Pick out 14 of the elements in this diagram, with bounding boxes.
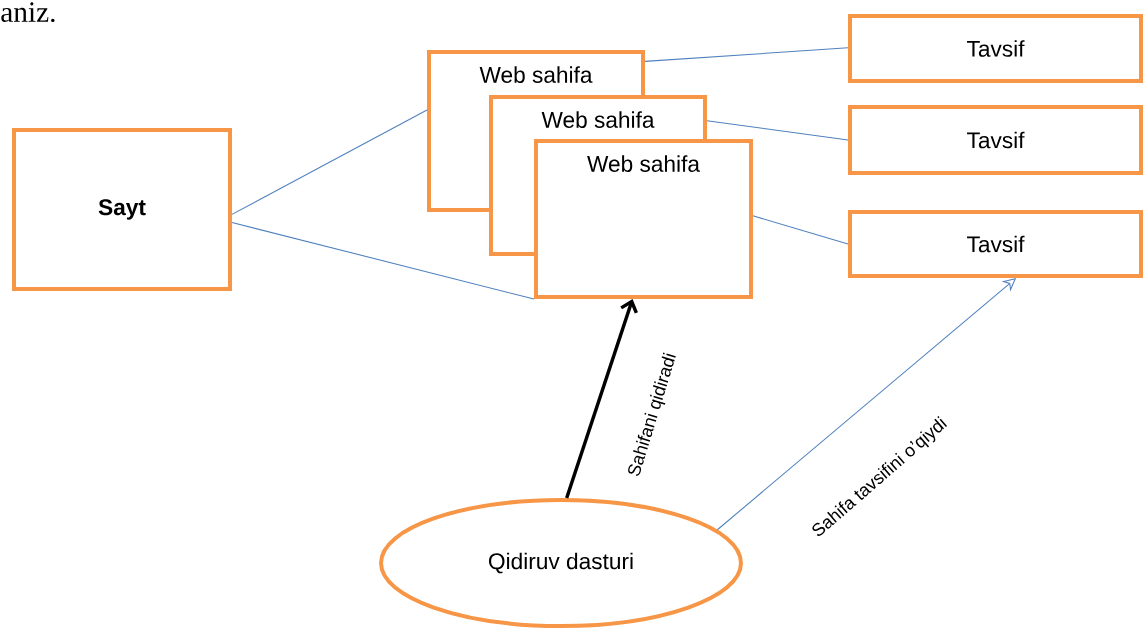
arrow	[565, 299, 638, 499]
process-box: Web sahifa	[534, 139, 753, 299]
ellipse-node: Qidiruv dasturi	[379, 498, 743, 628]
connector-line	[231, 109, 428, 215]
process-box: Sayt	[12, 128, 232, 291]
process-box: Tavsif	[848, 14, 1143, 83]
connector-line	[752, 215, 849, 245]
connector-line	[644, 47, 849, 62]
process-box: Tavsif	[848, 105, 1143, 175]
connector-line	[706, 120, 849, 141]
edge-label: Sahifani qidiradi	[628, 352, 676, 476]
connector-line	[231, 222, 535, 300]
process-box: Tavsif	[848, 210, 1143, 278]
text-fragment: aniz.	[1, 2, 55, 23]
